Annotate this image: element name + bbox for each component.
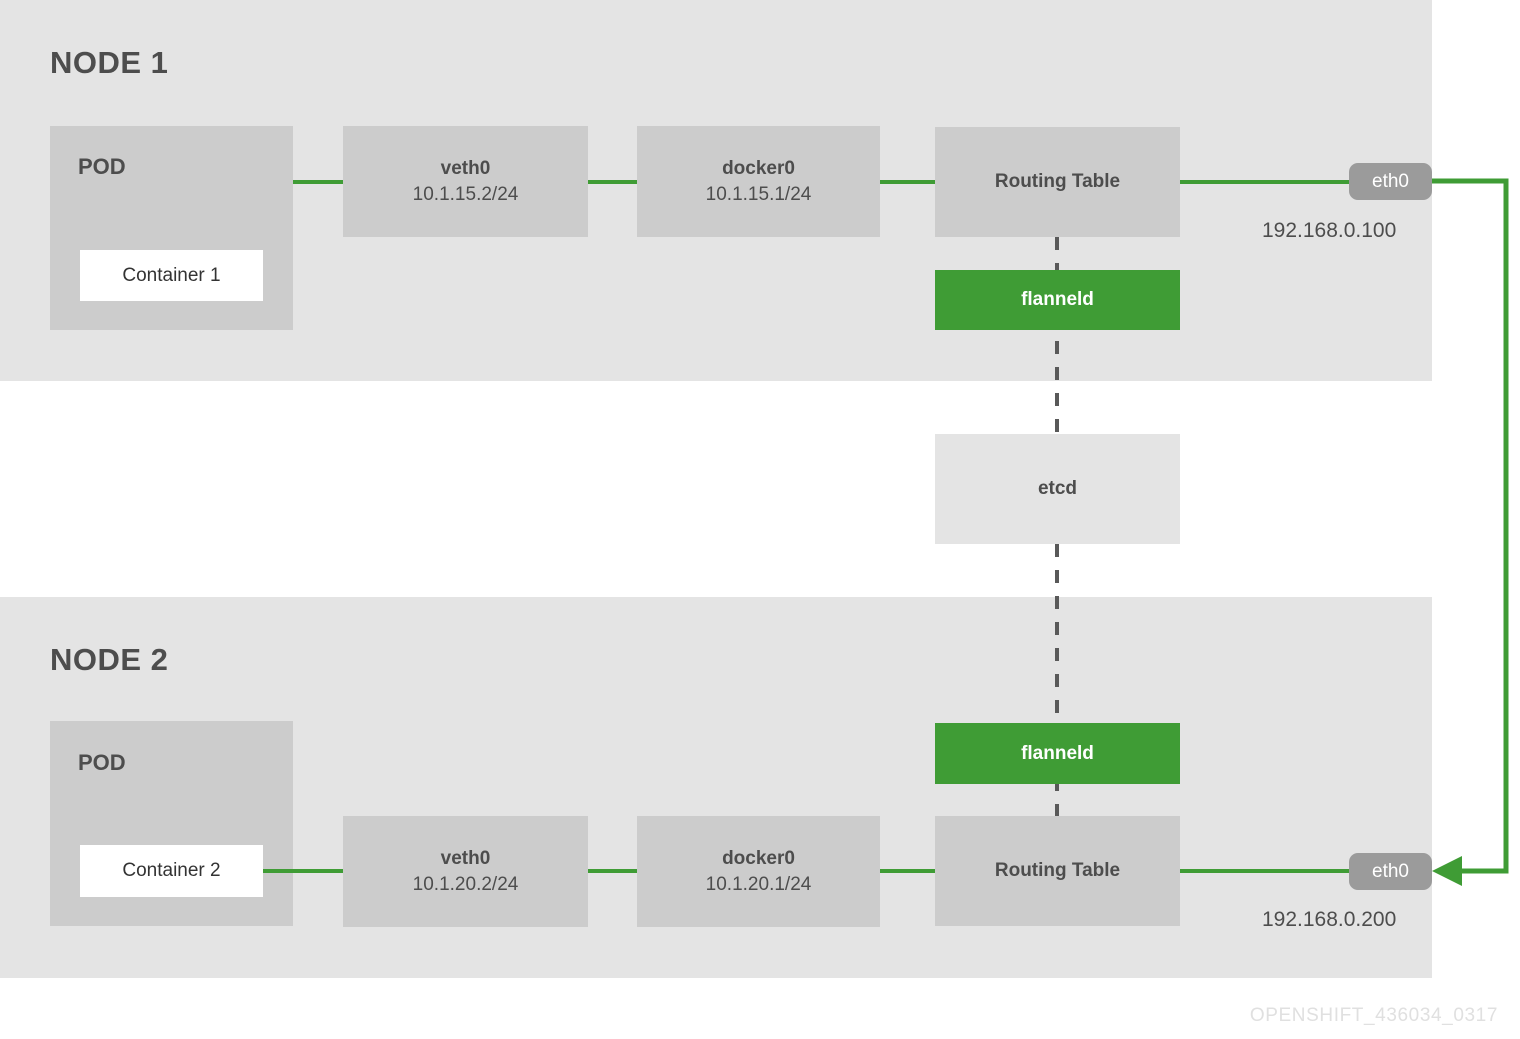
- node2-container-label: Container 2: [122, 860, 221, 881]
- node2-link-routing-eth0: [1180, 869, 1355, 873]
- node2-docker0-address: 10.1.20.1/24: [705, 873, 812, 895]
- node1-eth0-label: eth0: [1372, 170, 1409, 192]
- node1-flanneld-label: flanneld: [1021, 289, 1094, 310]
- node2-eth0-badge: eth0: [1349, 853, 1432, 890]
- node1-container-box: Container 1: [80, 250, 263, 301]
- node2-veth0-title: veth0: [440, 847, 491, 869]
- node2-eth0-address: 192.168.0.200: [1262, 908, 1397, 931]
- node2-veth0-box: veth0 10.1.20.2/24: [343, 816, 588, 927]
- node1-title: NODE 1: [50, 45, 169, 80]
- node2-veth0-address: 10.1.20.2/24: [412, 873, 519, 895]
- node1-flanneld-box: flanneld: [935, 270, 1180, 330]
- node1-pod-label: POD: [78, 154, 126, 179]
- node2-docker0-box: docker0 10.1.20.1/24: [637, 816, 880, 927]
- node1-link-docker0-routing: [880, 180, 935, 184]
- etcd-label: etcd: [1037, 478, 1078, 499]
- node1-link-routing-eth0: [1180, 180, 1355, 184]
- node1-docker0-title: docker0: [722, 157, 795, 179]
- node2-eth0-label: eth0: [1372, 860, 1409, 882]
- node2-pod-label: POD: [78, 750, 126, 775]
- node1-link-veth0-docker0: [588, 180, 637, 184]
- node1-veth0-box: veth0 10.1.15.2/24: [343, 126, 588, 237]
- node2-link-docker0-routing: [880, 869, 935, 873]
- node2-flanneld-label: flanneld: [1021, 742, 1094, 764]
- node2-container-box: Container 2: [80, 845, 263, 897]
- node2-pod-box: POD Container 2: [50, 721, 293, 926]
- etcd-box: etcd: [935, 434, 1180, 544]
- node1-docker0-address: 10.1.15.1/24: [705, 183, 812, 205]
- node2-flanneld-box: flanneld: [935, 723, 1180, 784]
- node1-eth0-badge: eth0: [1349, 163, 1432, 200]
- node2-routing-table-title: Routing Table: [994, 860, 1121, 882]
- node1-eth0-address: 192.168.0.100: [1262, 219, 1397, 242]
- node2-link-veth0-docker0: [588, 869, 637, 873]
- node1-veth0-title: veth0: [440, 157, 491, 179]
- node1-container-label: Container 1: [122, 264, 221, 286]
- footer-code: OPENSHIFT_436034_0317: [1249, 1005, 1498, 1026]
- node1-pod-box: POD Container 1: [50, 126, 293, 330]
- node1-routing-table-title: Routing Table: [994, 171, 1121, 193]
- node1-routing-table-box: Routing Table: [935, 127, 1180, 237]
- node2-link-pod-veth0: [263, 869, 343, 873]
- eth0-to-eth0-route: [1430, 178, 1509, 874]
- arrowhead-icon: [1432, 856, 1462, 886]
- node1-docker0-box: docker0 10.1.15.1/24: [637, 126, 880, 237]
- node1-veth0-address: 10.1.15.2/24: [412, 183, 519, 205]
- node2-docker0-title: docker0: [722, 847, 795, 869]
- node2-routing-table-box: Routing Table: [935, 816, 1180, 926]
- node2-title: NODE 2: [50, 642, 169, 677]
- node1-link-pod-veth0: [293, 180, 343, 184]
